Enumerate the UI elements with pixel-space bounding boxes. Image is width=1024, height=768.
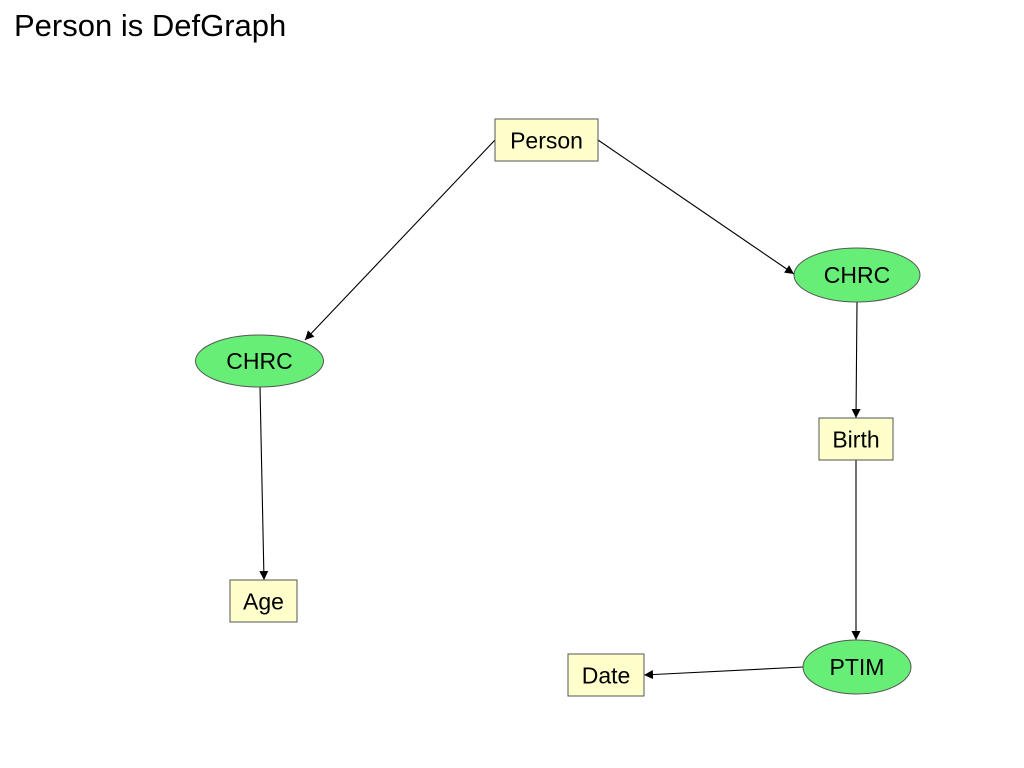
relation-ellipse — [793, 247, 921, 303]
edge-person-to-chrc-right — [597, 139, 795, 275]
edge-chrc-left-to-age — [259, 386, 269, 581]
relation-ellipse — [802, 639, 912, 695]
page-title: Person is DefGraph — [14, 8, 287, 43]
concept-box — [567, 653, 645, 697]
relation-node-chrc-right[interactable]: CHRC — [793, 247, 921, 303]
concept-node-birth[interactable]: Birth — [818, 417, 894, 461]
edge-chrc-right-to-birth — [851, 301, 861, 419]
node-label: Birth — [832, 427, 879, 453]
edge-person-to-chrc-left — [304, 139, 496, 341]
concept-node-age[interactable]: Age — [229, 579, 298, 623]
node-label: Age — [243, 589, 284, 615]
node-label: CHRC — [824, 262, 890, 288]
edge-ptim-to-date — [643, 666, 804, 680]
node-label: PTIM — [830, 654, 885, 680]
relation-ellipse — [195, 334, 324, 388]
concept-box — [229, 579, 298, 623]
concept-box — [494, 118, 599, 162]
node-label: CHRC — [226, 348, 292, 374]
edges — [259, 139, 861, 680]
relation-node-chrc-left[interactable]: CHRC — [195, 334, 324, 388]
concept-node-person[interactable]: Person — [494, 118, 599, 162]
node-label: Person — [510, 128, 583, 154]
node-label: Date — [582, 663, 631, 689]
relation-node-ptim[interactable]: PTIM — [802, 639, 912, 695]
concept-node-date[interactable]: Date — [567, 653, 645, 697]
concept-box — [818, 417, 894, 461]
